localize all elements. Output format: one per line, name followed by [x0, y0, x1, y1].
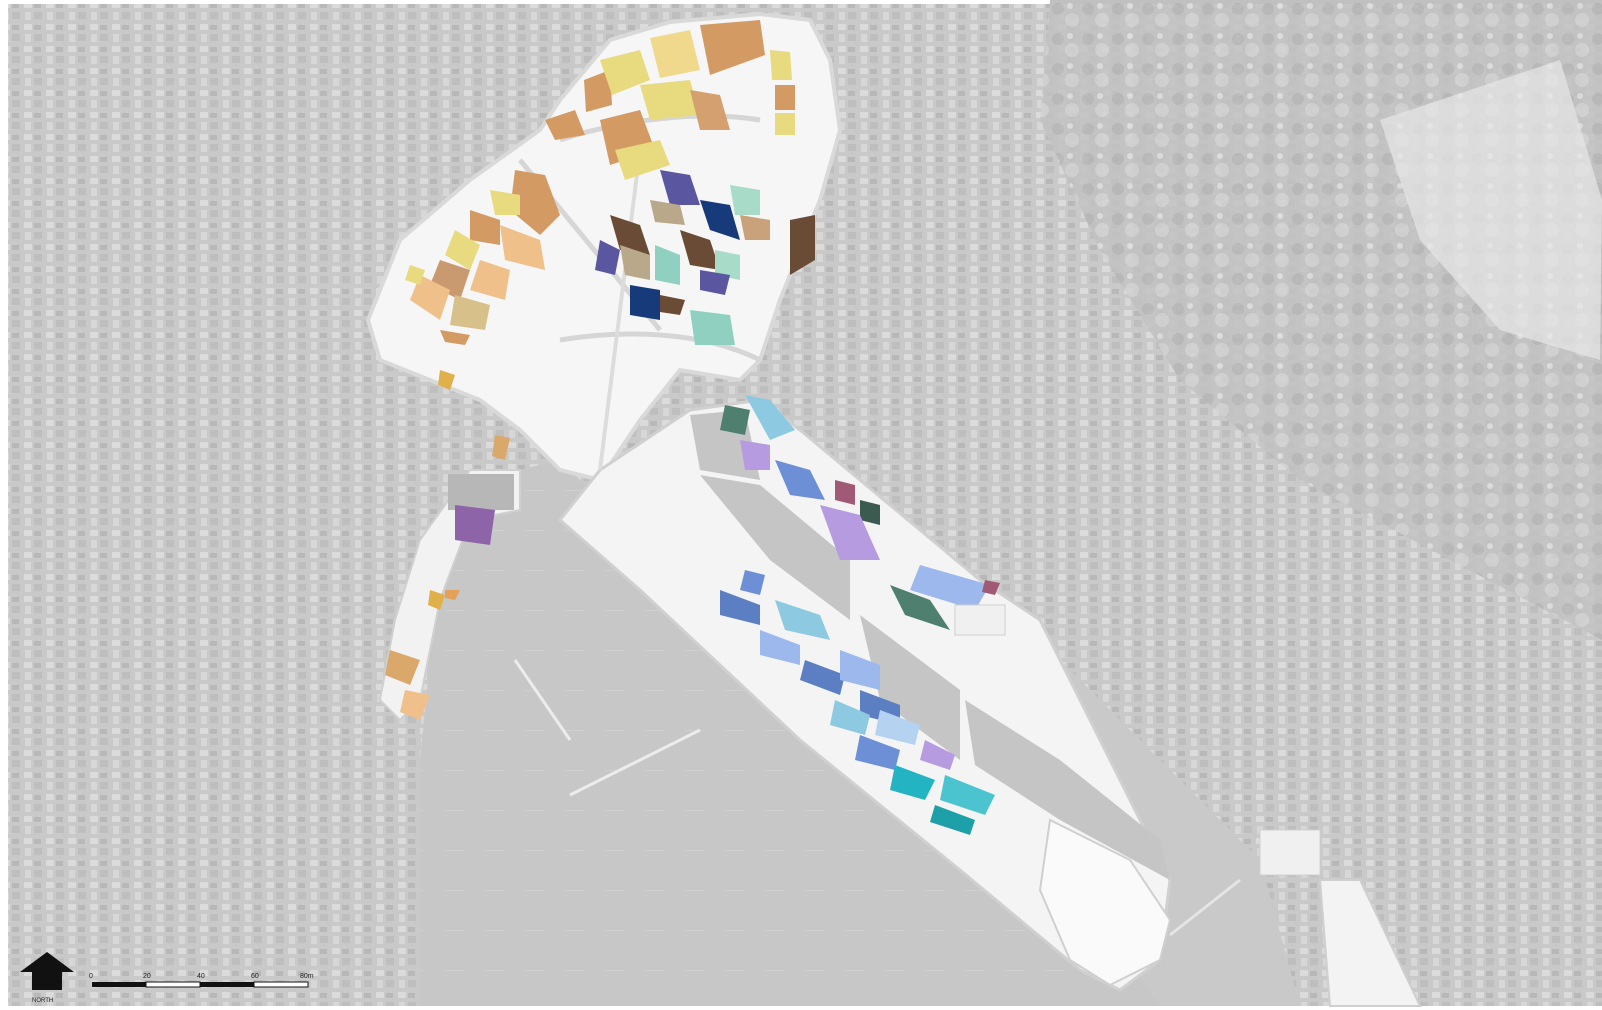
north-arrow-icon [20, 952, 74, 990]
terminal-building-2 [1259, 829, 1321, 876]
scale-tick-60: 60 [251, 973, 259, 980]
runway-apron-2 [700, 475, 850, 620]
terminal-building-1 [954, 604, 1006, 636]
breakwater-2 [569, 728, 701, 797]
scale-tick-20: 20 [143, 973, 151, 980]
zone-south-runway-blocks [720, 395, 1000, 835]
aerial-quarry-area [1380, 60, 1602, 360]
zone-northwest-blocks [405, 20, 795, 345]
cruise-terminal [1038, 818, 1172, 987]
zone-north-centre-blocks [595, 170, 815, 345]
scale-tick-80m: 80m [300, 973, 314, 980]
west-grey-block [448, 474, 514, 510]
north-arrow-label: NORTH [32, 998, 53, 1004]
scale-tick-40: 40 [197, 973, 205, 980]
scale-bar [92, 981, 309, 988]
site-east-outlier [1318, 879, 1422, 1007]
zone-west-blocks [385, 370, 510, 720]
road-4 [598, 149, 642, 471]
runway-apron-4 [965, 700, 1170, 880]
breakwater-1 [513, 659, 572, 741]
pier [1169, 878, 1241, 937]
road-3 [559, 331, 762, 363]
runway-apron-3 [860, 615, 960, 760]
scale-tick-0: 0 [89, 973, 93, 980]
